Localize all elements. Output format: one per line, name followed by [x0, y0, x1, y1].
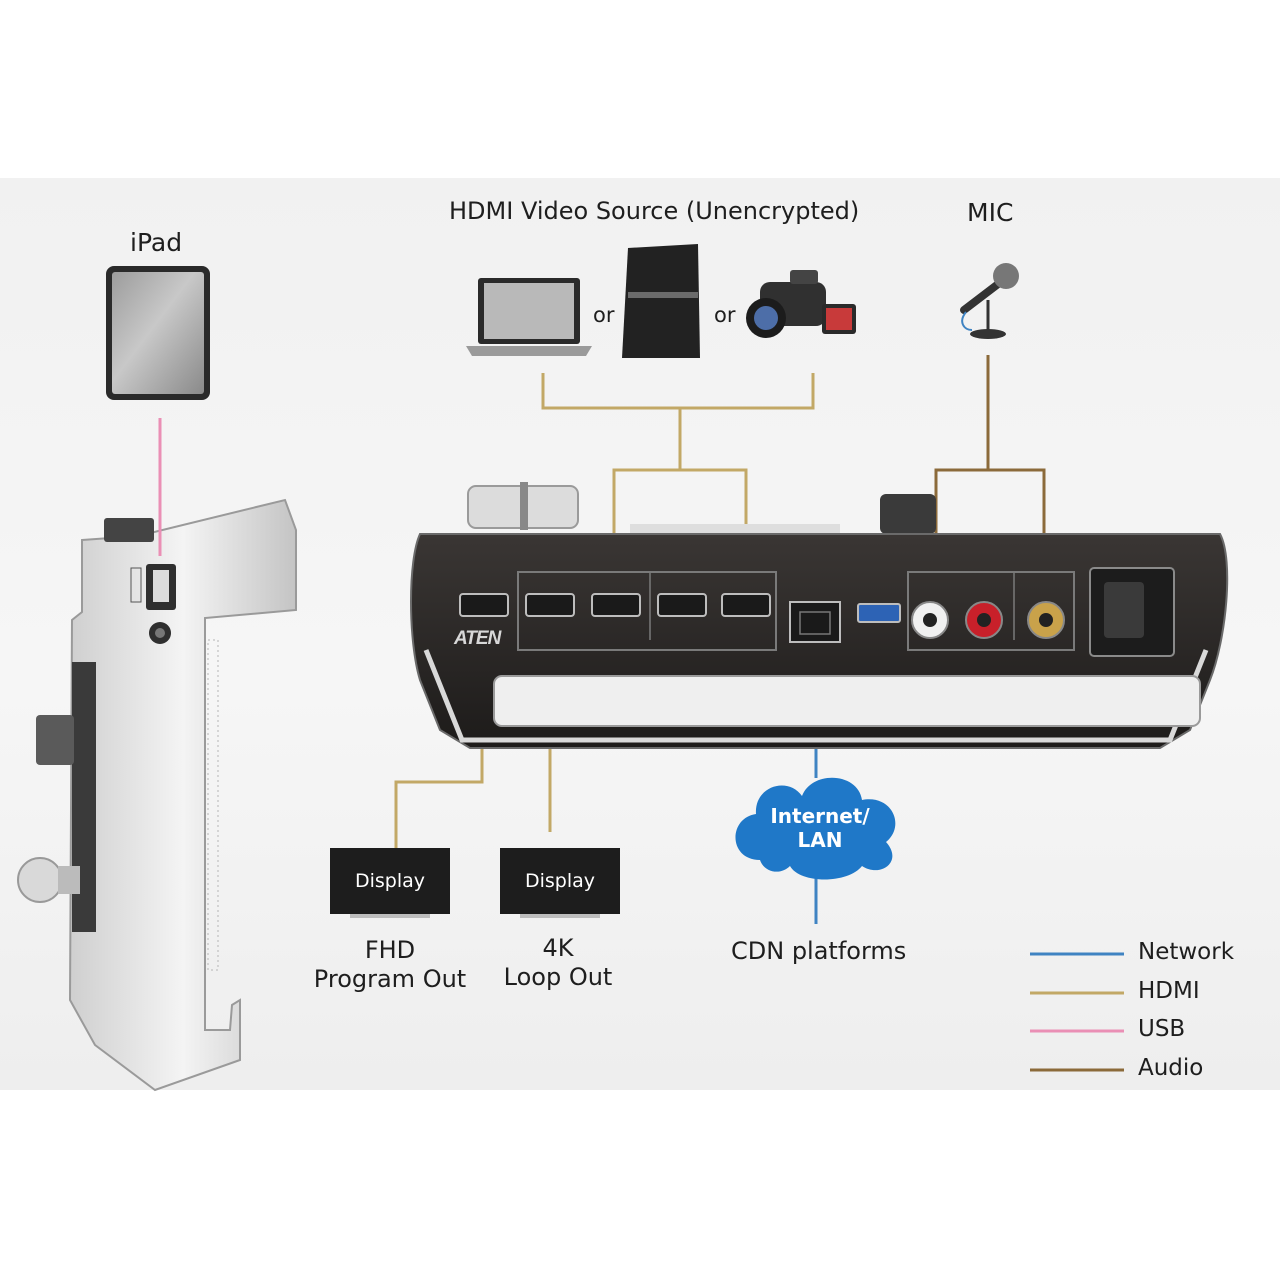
legend-label-audio: Audio [1138, 1055, 1204, 1081]
hdmi-source-label: HDMI Video Source (Unencrypted) [449, 197, 860, 225]
or-label-1: or [593, 303, 615, 327]
fhd-output-caption: FHD Program Out [300, 936, 480, 994]
legend-swatches [1030, 952, 1124, 1072]
game-console-icon [622, 244, 700, 358]
cloud-label-line1: Internet/ [770, 804, 870, 828]
4k-output-caption: 4K Loop Out [478, 934, 638, 992]
legend-label-hdmi: HDMI [1138, 978, 1200, 1004]
laptop-icon [466, 278, 592, 356]
display-label-fhd: Display [354, 870, 426, 892]
knob-icon [36, 715, 74, 765]
ipad-label: iPad [130, 228, 183, 257]
fhd-caption-line2: Program Out [313, 965, 467, 993]
audio-jack-icons [911, 601, 1065, 639]
display-monitor-fhd [330, 848, 450, 918]
jog-wheel-icon [880, 494, 936, 534]
legend-label-network: Network [1138, 939, 1235, 965]
aten-logo: ATEN [454, 628, 501, 649]
cloud-label: Internet/ LAN [750, 804, 890, 852]
legend-label-usb: USB [1138, 1016, 1186, 1042]
mic-label: MIC [967, 198, 1014, 227]
display-label-4k: Display [524, 870, 596, 892]
cloud-label-line2: LAN [797, 828, 843, 852]
ipad-icon [106, 266, 210, 400]
cdn-label: CDN platforms [731, 937, 907, 965]
device-side-view [17, 498, 297, 1092]
camcorder-icon [746, 270, 856, 338]
or-label-2: or [714, 303, 736, 327]
4k-caption-line2: Loop Out [503, 963, 613, 991]
microphone-icon [960, 263, 1019, 339]
hdmi-port-icons [459, 593, 771, 617]
fhd-caption-line1: FHD [364, 936, 416, 964]
4k-caption-line1: 4K [542, 934, 574, 962]
display-monitor-4k [500, 848, 620, 918]
lan-port-icon [789, 601, 841, 643]
usb3-port-icon [857, 603, 901, 623]
cloud-icon [735, 777, 896, 880]
